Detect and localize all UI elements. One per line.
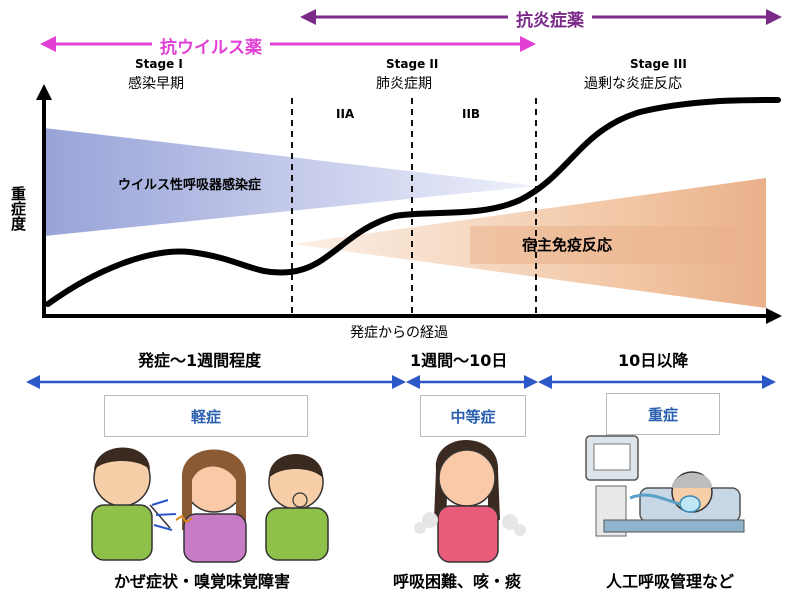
stage-3-desc: 過剰な炎症反応	[584, 76, 682, 92]
axes	[36, 84, 782, 324]
stage-1-desc: 感染早期	[128, 76, 184, 92]
host-immune-band	[470, 226, 736, 264]
x-axis-label: 発症からの経過	[350, 325, 448, 341]
stage-2-name: Stage II	[386, 57, 439, 71]
timeline-arrows	[26, 375, 776, 389]
period-mild-time: 発症〜1週間程度	[138, 351, 262, 370]
mild-patients-illustration	[91, 447, 329, 563]
period-severe-time: 10日以降	[618, 351, 689, 370]
severity-box-moderate: 中等症	[420, 395, 526, 437]
antiviral-arrow	[40, 36, 536, 52]
virus-infection-wedge	[44, 128, 536, 236]
severe-patient-illustration	[585, 435, 745, 537]
severity-curve	[45, 97, 781, 307]
antiinflammatory-label: 抗炎症薬	[508, 6, 592, 31]
host-immune-label: 宿主免疫反応	[522, 236, 613, 254]
severity-box-mild: 軽症	[104, 395, 308, 437]
symptoms-severe: 人工呼吸管理など	[606, 572, 735, 591]
substage-2b: IIB	[462, 107, 481, 121]
moderate-patient-illustration	[414, 440, 526, 563]
stage-1-name: Stage I	[135, 57, 183, 71]
y-axis-label: 重症度	[9, 186, 27, 231]
stage-3-name: Stage III	[630, 57, 687, 71]
symptoms-mild: かぜ症状・嗅覚味覚障害	[114, 572, 291, 591]
stage-2-desc: 肺炎症期	[376, 76, 432, 92]
period-moderate-time: 1週間〜10日	[410, 351, 508, 370]
stage-dividers	[291, 98, 537, 316]
antiviral-label: 抗ウイルス薬	[152, 33, 270, 58]
virus-infection-label: ウイルス性呼吸器感染症	[118, 178, 262, 193]
symptoms-moderate: 呼吸困難、咳・痰	[393, 572, 522, 591]
severity-box-severe: 重症	[606, 393, 720, 435]
substage-2a: IIA	[336, 107, 355, 121]
